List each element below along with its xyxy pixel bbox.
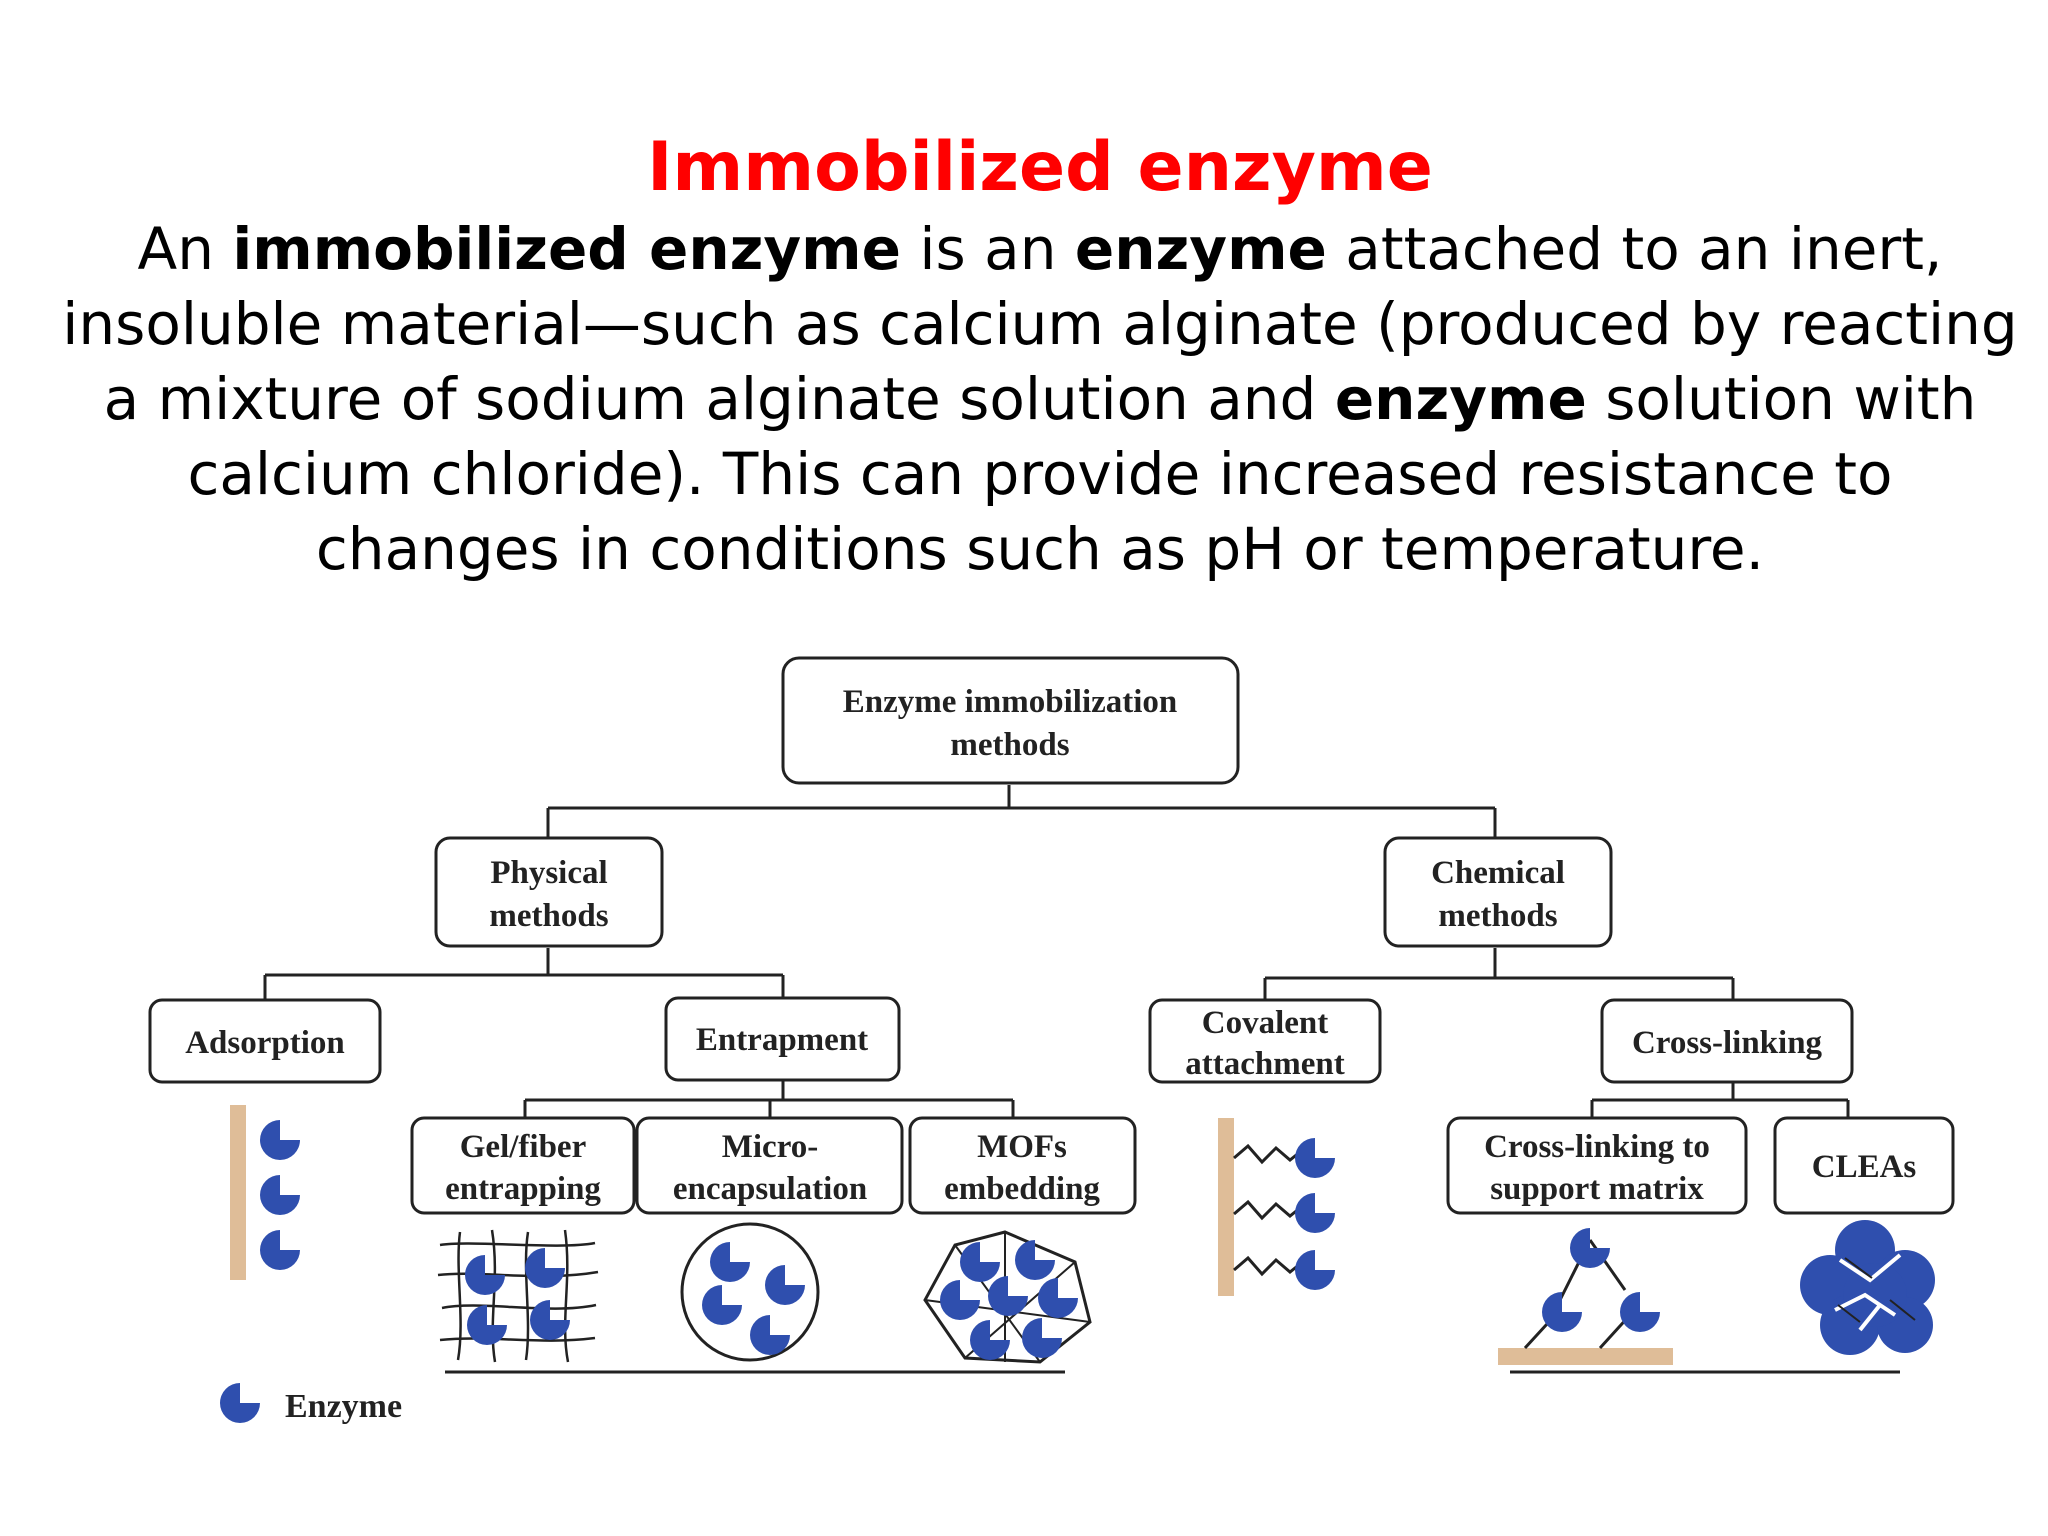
description-bold-term: immobilized enzyme bbox=[232, 215, 901, 283]
node-root: Enzyme immobilization methods bbox=[781, 656, 1240, 785]
connector-lines bbox=[263, 785, 1900, 1374]
micro-label-line1: Micro- bbox=[722, 1129, 819, 1165]
description-text: solution with calcium chloride). This ca… bbox=[187, 365, 1977, 583]
node-adsorption: Adsorption bbox=[148, 998, 382, 1084]
description-text: An bbox=[137, 215, 233, 283]
gel-fiber-illustration bbox=[437, 1229, 599, 1363]
adsorption-illustration bbox=[230, 1105, 300, 1280]
gel-label-line1: Gel/fiber bbox=[460, 1129, 586, 1165]
support-label-line2: support matrix bbox=[1490, 1171, 1704, 1207]
covalent-label-line1: Covalent bbox=[1202, 1005, 1329, 1041]
physical-label-line1: Physical bbox=[490, 855, 607, 891]
node-cross-linking: Cross-linking bbox=[1600, 998, 1854, 1084]
support-crosslink-illustration bbox=[1498, 1228, 1673, 1365]
micro-label-line2: encapsulation bbox=[673, 1171, 867, 1207]
root-label-line2: methods bbox=[950, 727, 1069, 763]
slide-title: Immobilized enzyme bbox=[647, 128, 1433, 207]
node-entrapment: Entrapment bbox=[664, 996, 901, 1082]
mofs-label-line1: MOFs bbox=[977, 1129, 1067, 1165]
chemical-label-line1: Chemical bbox=[1431, 855, 1565, 891]
enzyme-legend-icon bbox=[220, 1383, 260, 1423]
legend-enzyme-label: Enzyme bbox=[285, 1388, 402, 1425]
cleas-label: CLEAs bbox=[1812, 1149, 1917, 1185]
mofs-illustration bbox=[923, 1230, 1092, 1364]
description-text: is an bbox=[900, 215, 1075, 283]
covalent-illustration bbox=[1218, 1118, 1335, 1296]
adsorption-label: Adsorption bbox=[185, 1025, 345, 1061]
mofs-label-line2: embedding bbox=[944, 1171, 1100, 1207]
legend: Enzyme bbox=[220, 1383, 402, 1425]
node-mofs-embedding: MOFs embedding bbox=[908, 1116, 1137, 1215]
node-gel-fiber-entrapping: Gel/fiber entrapping bbox=[410, 1116, 636, 1215]
node-covalent-attachment: Covalent attachment bbox=[1148, 998, 1382, 1084]
physical-label-line2: methods bbox=[489, 898, 608, 934]
description-text: attached to an inert, insoluble material… bbox=[62, 215, 2018, 433]
root-label-line1: Enzyme immobilization bbox=[843, 684, 1178, 720]
node-cross-linking-to-support-matrix: Cross-linking to support matrix bbox=[1446, 1116, 1748, 1215]
gel-label-line2: entrapping bbox=[445, 1171, 601, 1207]
cleas-illustration bbox=[1800, 1220, 1935, 1355]
micro-encapsulation-illustration bbox=[680, 1222, 820, 1362]
cross-linking-label: Cross-linking bbox=[1632, 1025, 1823, 1061]
node-chemical-methods: Chemical methods bbox=[1383, 836, 1613, 948]
node-micro-encapsulation: Micro- encapsulation bbox=[635, 1116, 904, 1215]
entrapment-label: Entrapment bbox=[696, 1022, 868, 1058]
slide-description: An immobilized enzyme is an enzyme attac… bbox=[60, 212, 2020, 587]
chemical-label-line2: methods bbox=[1438, 898, 1557, 934]
node-cleas: CLEAs bbox=[1773, 1116, 1955, 1215]
support-label-line1: Cross-linking to bbox=[1484, 1129, 1710, 1165]
description-bold-term: enzyme bbox=[1074, 215, 1327, 283]
covalent-label-line2: attachment bbox=[1185, 1046, 1344, 1082]
description-bold-term: enzyme bbox=[1334, 365, 1587, 433]
node-physical-methods: Physical methods bbox=[434, 836, 664, 948]
